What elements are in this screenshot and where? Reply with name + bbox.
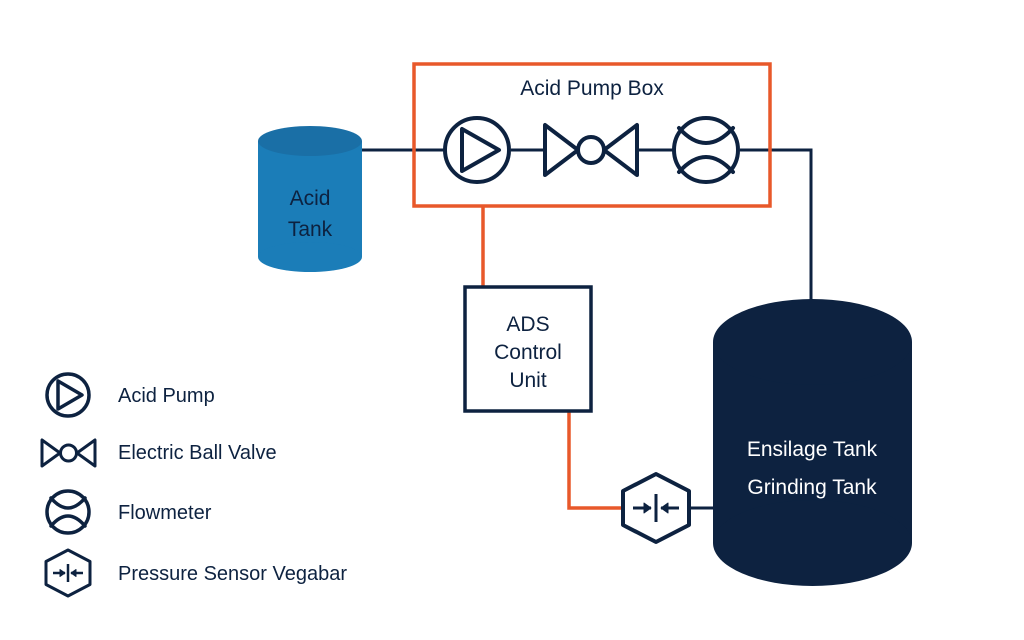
legend-valve-label: Electric Ball Valve: [118, 442, 277, 464]
pump-icon: [443, 116, 511, 184]
ensilage-grinding-tank: Ensilage Tank Grinding Tank: [713, 299, 912, 586]
pipe-flowmeter-to-main-tank: [740, 148, 813, 300]
acid-tank: Acid Tank: [258, 126, 362, 272]
acid-pump-box-title: Acid Pump Box: [520, 77, 664, 100]
acid-pump-box: [412, 62, 772, 208]
legend-flowmeter-icon: [45, 489, 91, 535]
control-unit-line1: ADS: [506, 313, 549, 336]
legend-pump-label: Acid Pump: [118, 385, 215, 407]
ball-valve-icon: [543, 123, 639, 177]
ads-control-unit: ADS Control Unit: [463, 285, 593, 413]
control-unit-line2: Control: [494, 341, 562, 364]
control-unit-line3: Unit: [509, 369, 547, 392]
main-tank-label-line1: Ensilage Tank: [747, 438, 878, 461]
legend-flowmeter-label: Flowmeter: [118, 502, 212, 524]
main-tank-label-line2: Grinding Tank: [747, 476, 877, 499]
legend-ball-valve-icon: [40, 438, 97, 468]
legend-pressure-sensor-icon: [44, 548, 92, 598]
acid-tank-label-line1: Acid: [290, 187, 331, 210]
flowmeter-icon: [672, 116, 740, 184]
wire-control-to-sensor: [567, 411, 623, 510]
legend-pump-icon: [45, 372, 91, 418]
pipes: [362, 148, 813, 510]
legend: Acid Pump Electric Ball Valve Flowmeter …: [40, 372, 347, 598]
pressure-sensor-icon: [621, 472, 691, 544]
control-wiring: [481, 206, 623, 510]
acid-tank-label-line2: Tank: [288, 218, 333, 241]
legend-sensor-label: Pressure Sensor Vegabar: [118, 563, 347, 585]
